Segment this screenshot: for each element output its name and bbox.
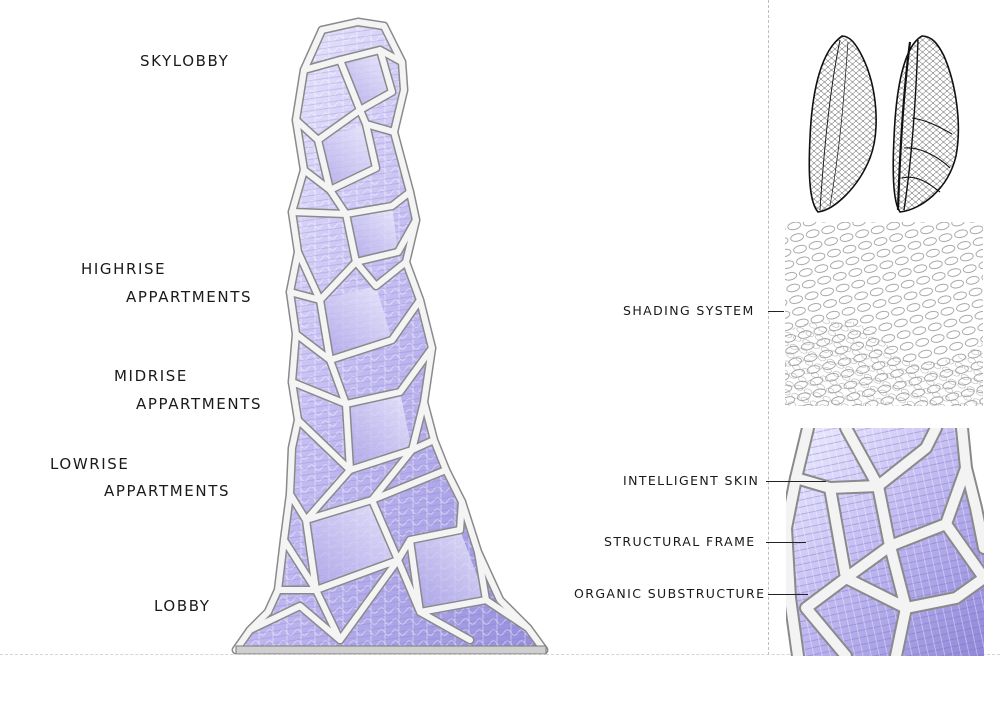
leader-intelligent-skin: [766, 481, 826, 482]
leader-shading-system: [768, 311, 784, 312]
wing-left: [808, 35, 877, 213]
label-midrise-line2: APPARTMENTS: [136, 395, 263, 413]
label-skylobby: SKYLOBBY: [140, 52, 230, 70]
ground-line: [0, 654, 1000, 655]
leader-organic-substructure: [768, 594, 808, 595]
label-highrise-line2: APPARTMENTS: [126, 288, 253, 306]
panel-divider: [768, 0, 769, 655]
label-organic-substructure: ORGANIC SUBSTRUCTURE: [574, 586, 766, 601]
dragonfly-wings-sketch: [808, 35, 960, 213]
tower-illustration: [231, 17, 549, 655]
label-midrise-line1: MIDRISE: [114, 367, 188, 385]
label-structural-frame: STRUCTURAL FRAME: [604, 534, 756, 549]
tower-structural-frame: [231, 17, 549, 655]
tower-base: [235, 645, 547, 655]
label-lobby: LOBBY: [154, 597, 211, 615]
label-lowrise-line2: APPARTMENTS: [104, 482, 231, 500]
label-lowrise-line1: LOWRISE: [50, 455, 130, 473]
leader-structural-frame: [766, 542, 806, 543]
shading-system-pattern: [785, 222, 983, 406]
label-intelligent-skin: INTELLIGENT SKIN: [623, 473, 760, 488]
label-highrise-line1: HIGHRISE: [81, 260, 167, 278]
facade-detail-illustration: [786, 428, 984, 656]
label-shading-system: SHADING SYSTEM: [623, 303, 755, 318]
